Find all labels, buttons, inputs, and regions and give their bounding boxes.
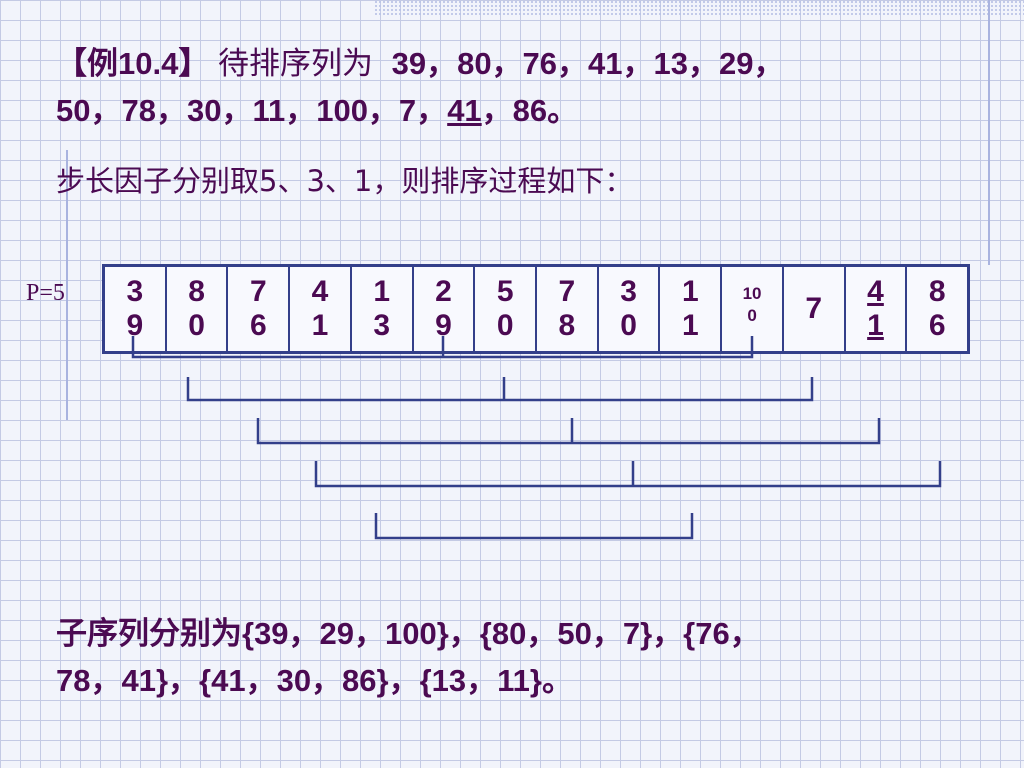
example-title-line: 【例10.4】 待排序列为 39，80，76，41，13，29， bbox=[56, 38, 784, 83]
subsequence-bracket-3 bbox=[256, 418, 881, 445]
array-cell: 80 bbox=[167, 267, 229, 351]
sequence-continuation-line: 50，78，30，11，100，7，41，86。 bbox=[56, 85, 578, 130]
array-cell: 29 bbox=[414, 267, 476, 351]
result-line-2: 78，41}，{41，30，86}，{13，11}。 bbox=[56, 663, 573, 698]
array-cell: 76 bbox=[228, 267, 291, 351]
array-cell: 39 bbox=[105, 267, 167, 351]
array-cell: 41 bbox=[846, 267, 908, 351]
subsequence-bracket-4 bbox=[314, 461, 942, 488]
array-cell: 30 bbox=[599, 267, 661, 351]
array-table: 39 80 76 41 13 29 50 78 30 11 100 7 41 8… bbox=[102, 264, 970, 354]
subsequence-bracket-5 bbox=[374, 513, 694, 540]
array-cell: 100 bbox=[722, 267, 784, 351]
array-cell: 11 bbox=[660, 267, 723, 351]
array-cell: 78 bbox=[537, 267, 599, 351]
sequence-underlined-value: 41 bbox=[447, 93, 482, 128]
subsequence-bracket-2 bbox=[186, 377, 814, 402]
array-cell: 50 bbox=[475, 267, 538, 351]
step-factor-line: 步长因子分别取5、3、1，则排序过程如下： bbox=[56, 164, 634, 198]
decorative-vertical-line bbox=[988, 0, 990, 265]
step-label: P=5 bbox=[26, 280, 65, 306]
sequence-values-cont: 50，78，30，11，100，7， bbox=[56, 93, 448, 128]
array-cell: 41 bbox=[290, 267, 352, 351]
sequence-values-end: ，86。 bbox=[481, 93, 579, 128]
result-line-1: 子序列分别为{39，29，100}，{80，50，7}，{76， bbox=[56, 616, 761, 651]
array-cell: 86 bbox=[928, 275, 946, 342]
sequence-label: 待排序列为 bbox=[217, 46, 373, 82]
sequence-values: 39，80，76，41，13，29， bbox=[391, 46, 785, 81]
array-cell: 13 bbox=[352, 267, 414, 351]
corner-dot-pattern bbox=[374, 0, 1024, 16]
array-cell: 7 bbox=[784, 267, 846, 351]
subsequence-bracket-1 bbox=[131, 336, 754, 359]
example-number: 【例10.4】 bbox=[56, 46, 210, 81]
decorative-vertical-line bbox=[66, 150, 68, 420]
